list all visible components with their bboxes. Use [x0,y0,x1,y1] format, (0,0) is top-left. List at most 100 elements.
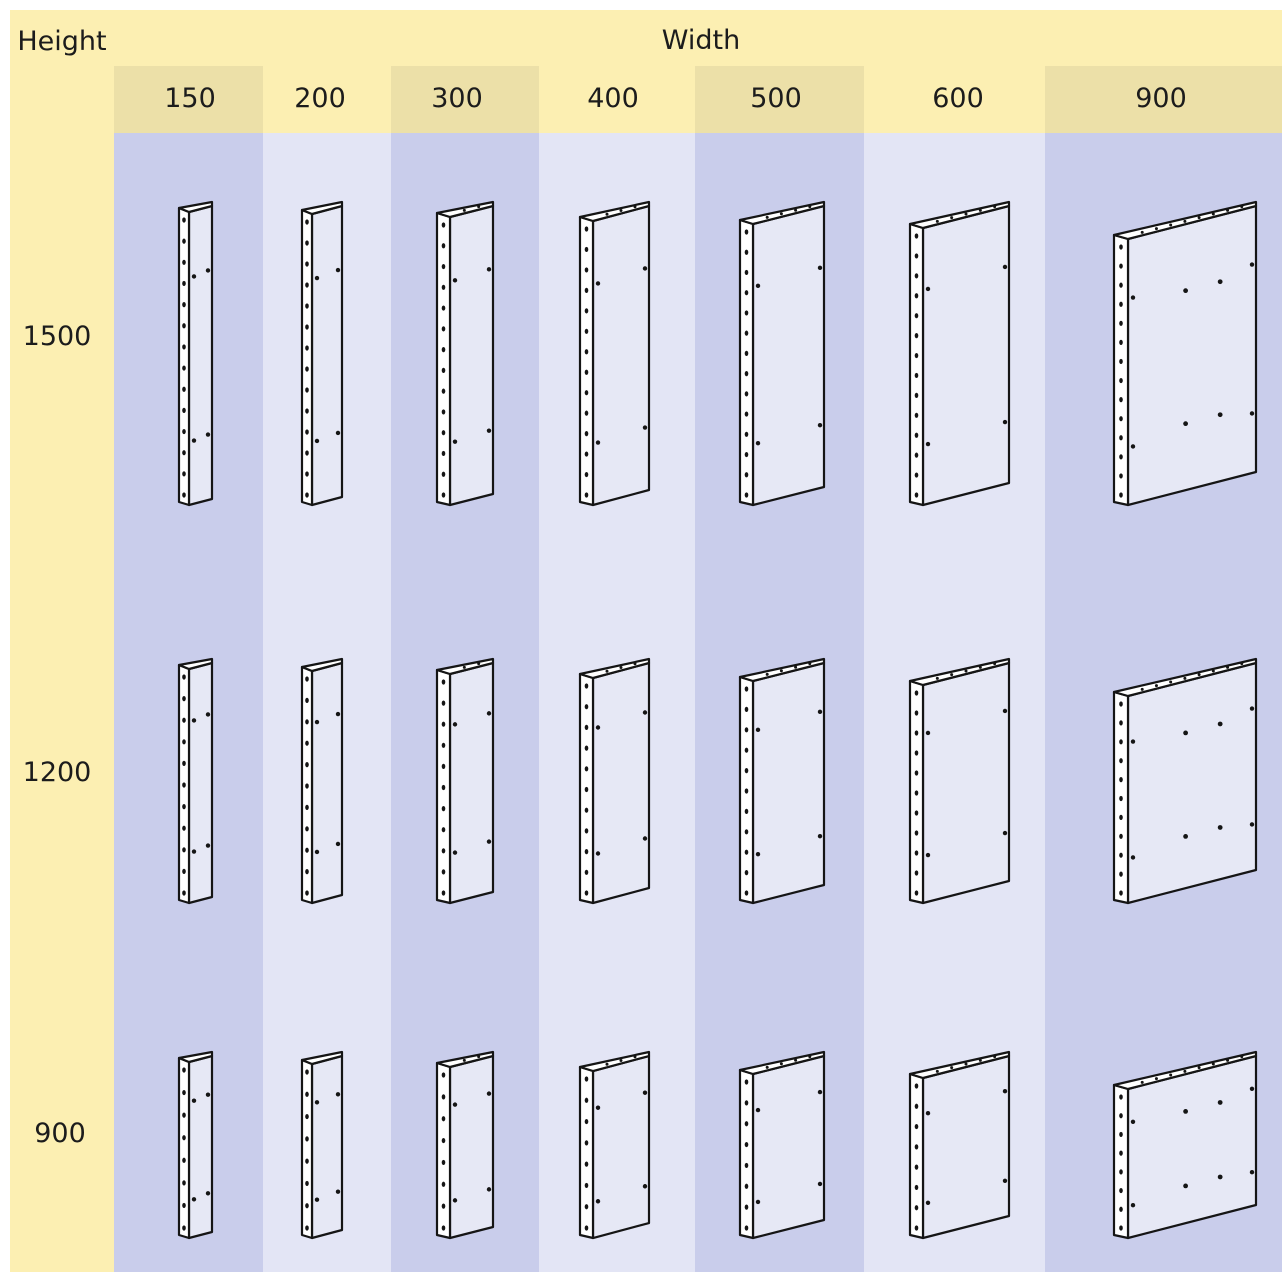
top-hole [779,1062,783,1066]
edge-hole [914,253,919,259]
edge-hole [305,740,309,746]
panel-side [300,208,314,507]
edge-hole [744,431,749,437]
edge-hole [914,492,919,498]
top-hole [633,662,637,666]
panel-top [578,200,651,223]
edge-hole [914,710,919,716]
top-hole [935,1069,939,1073]
width-label-900: 900 [1135,83,1187,114]
edge-hole [441,827,446,833]
edge-hole [744,229,749,235]
width-cell-400 [539,66,695,133]
panel-face [1126,204,1258,507]
edge-hole [441,492,446,498]
panel-top [578,1050,651,1073]
face-hole [595,281,601,286]
face-hole [642,1184,648,1189]
top-hole [765,672,769,676]
top-hole [765,1065,769,1069]
edge-hole [744,290,749,296]
edge-hole [1119,814,1123,821]
face-hole [205,1191,211,1196]
top-hole [808,205,812,209]
edge-hole [914,1103,919,1109]
face-hole [1130,444,1136,449]
edge-hole [914,1144,919,1150]
edge-hole [584,1204,589,1210]
edge-hole [744,451,749,458]
edge-hole [441,806,446,812]
edge-hole [182,302,186,308]
edge-hole [584,349,589,355]
edge-hole [584,745,589,751]
height-column-background [10,10,114,1272]
width-label-200: 200 [294,83,346,114]
face-hole [817,422,823,428]
edge-hole [1119,282,1123,288]
edge-hole [584,226,589,232]
edge-hole [584,451,589,457]
edge-hole [584,766,589,772]
edge-hole [914,690,919,696]
height-header-label: Height [17,26,106,57]
edge-hole [182,674,186,680]
top-hole [1226,665,1230,669]
edge-hole [305,282,309,288]
panel-top [177,657,214,671]
edge-hole [914,1083,919,1089]
face-hole [925,441,931,447]
edge-hole [1119,1150,1123,1156]
edge-hole [584,328,589,334]
top-hole [1197,673,1201,677]
edge-hole [441,471,446,477]
edge-hole [182,1180,186,1186]
edge-hole [305,762,309,768]
edge-hole [441,305,446,311]
panel-face [448,1054,495,1240]
edge-hole [744,1183,749,1189]
center-hole [1217,1100,1223,1105]
edge-hole [182,386,186,392]
edge-hole [441,1094,446,1100]
edge-hole [1119,758,1123,764]
width-label-150: 150 [164,83,216,114]
face-hole [642,425,648,430]
face-hole [925,1200,931,1206]
face-hole [205,843,211,848]
top-hole [1240,205,1244,209]
top-hole [978,1058,982,1062]
edge-hole [182,1202,186,1209]
edge-hole [744,1162,749,1169]
edge-hole [441,450,446,457]
edge-hole [305,1113,309,1120]
top-hole [808,662,812,666]
edge-hole [441,700,446,706]
face-hole [452,722,458,727]
panel-side [1112,233,1130,507]
face-hole [595,1199,601,1204]
panel-w500-h1500 [738,200,826,507]
face-hole [755,1199,761,1205]
face-hole [314,275,320,281]
edge-hole [441,1137,446,1144]
face-hole [1002,708,1008,714]
width-label-300: 300 [431,83,483,114]
center-hole [1183,1183,1188,1189]
edge-hole [441,679,446,685]
panel-side [578,215,595,507]
face-hole [642,266,648,271]
edge-hole [182,760,186,767]
edge-hole [305,1225,309,1231]
center-hole [1217,279,1223,285]
top-hole [462,208,466,212]
face-hole [1249,822,1255,827]
edge-hole [584,1182,589,1189]
face-hole [314,438,320,444]
panel-w200-h1500 [300,200,344,507]
face-hole [452,439,458,444]
edge-hole [584,287,589,293]
edge-hole [182,238,186,244]
edge-hole [914,313,919,319]
top-hole [950,216,954,220]
